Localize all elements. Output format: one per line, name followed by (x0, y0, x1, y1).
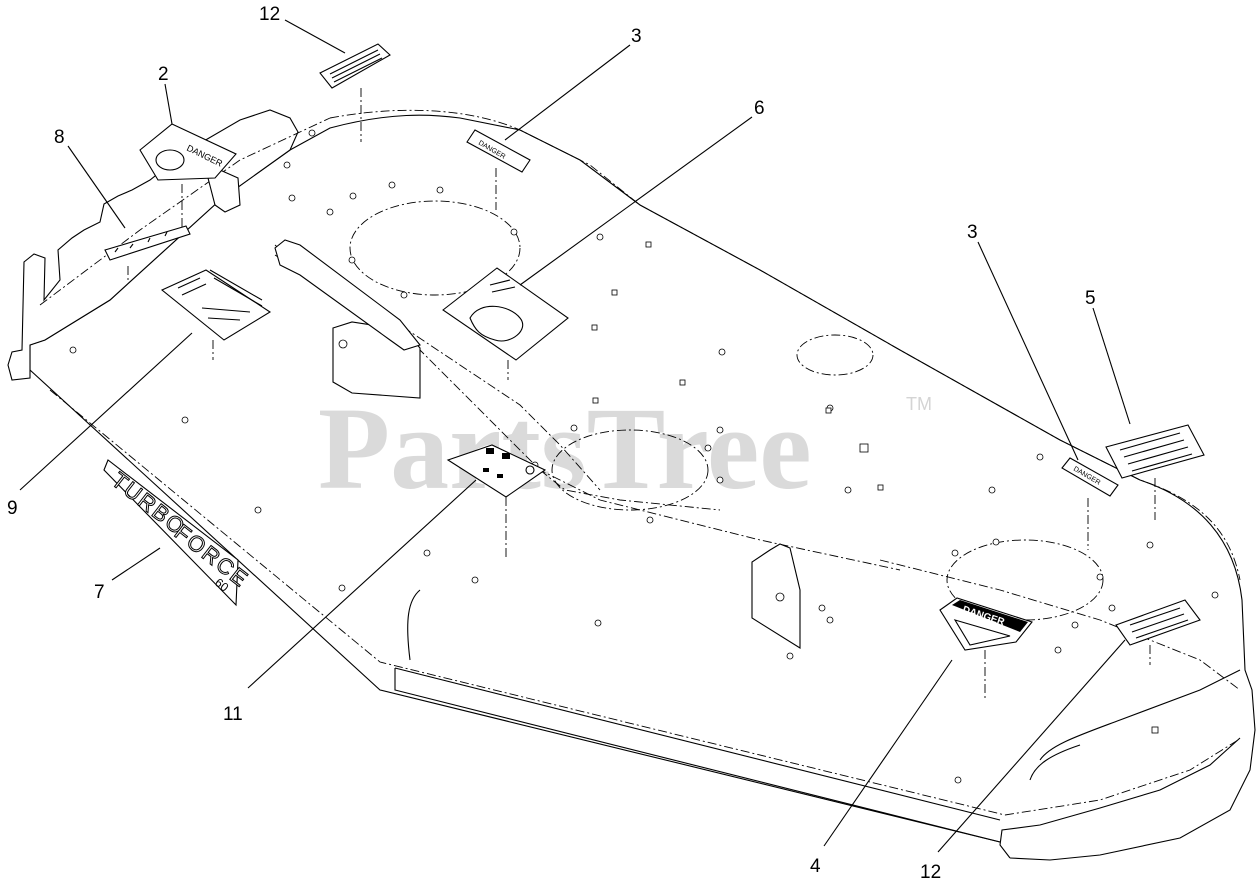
deck-holes (69, 129, 1219, 784)
watermark-text: PartsTree (318, 383, 812, 514)
callout-5[interactable]: 5 (1085, 288, 1096, 309)
danger-strip-3-top: DANGER (466, 129, 531, 210)
callout-11[interactable]: 11 (223, 704, 243, 725)
watermark-trademark: TM (906, 394, 932, 414)
leader-lines (19, 19, 1131, 853)
danger-strip-3-right: DANGER (1061, 457, 1119, 550)
callout-12-bottom[interactable]: 12 (920, 862, 941, 883)
callout-4[interactable]: 4 (810, 856, 821, 877)
callout-numbers: 12 2 8 3 6 3 5 9 7 11 4 12 (7, 4, 1096, 883)
belt-routing-decal-6 (442, 267, 569, 380)
deck-slots (591, 241, 1159, 734)
model-decal-7: TURBO FORCE 60 (103, 459, 254, 607)
danger-decal-12-top (319, 43, 391, 142)
callout-9[interactable]: 9 (7, 498, 18, 519)
callout-3-top[interactable]: 3 (631, 26, 642, 47)
danger-decal-4: DANGER (939, 597, 1033, 700)
model-decal-7-line2: FORCE (170, 519, 254, 592)
callout-7[interactable]: 7 (94, 582, 105, 603)
symbols-decal-11 (446, 444, 547, 560)
callout-8[interactable]: 8 (54, 127, 65, 148)
callout-12-top[interactable]: 12 (259, 4, 280, 25)
height-decal-8 (104, 225, 191, 280)
danger-decal-2: DANGER (139, 123, 237, 230)
callout-2[interactable]: 2 (158, 64, 169, 85)
danger-decal-12-bottom (1115, 599, 1201, 665)
instruction-decal-9 (160, 269, 272, 360)
callout-6[interactable]: 6 (754, 98, 765, 119)
callout-3-right[interactable]: 3 (967, 222, 978, 243)
warning-decal-5 (1105, 424, 1205, 520)
